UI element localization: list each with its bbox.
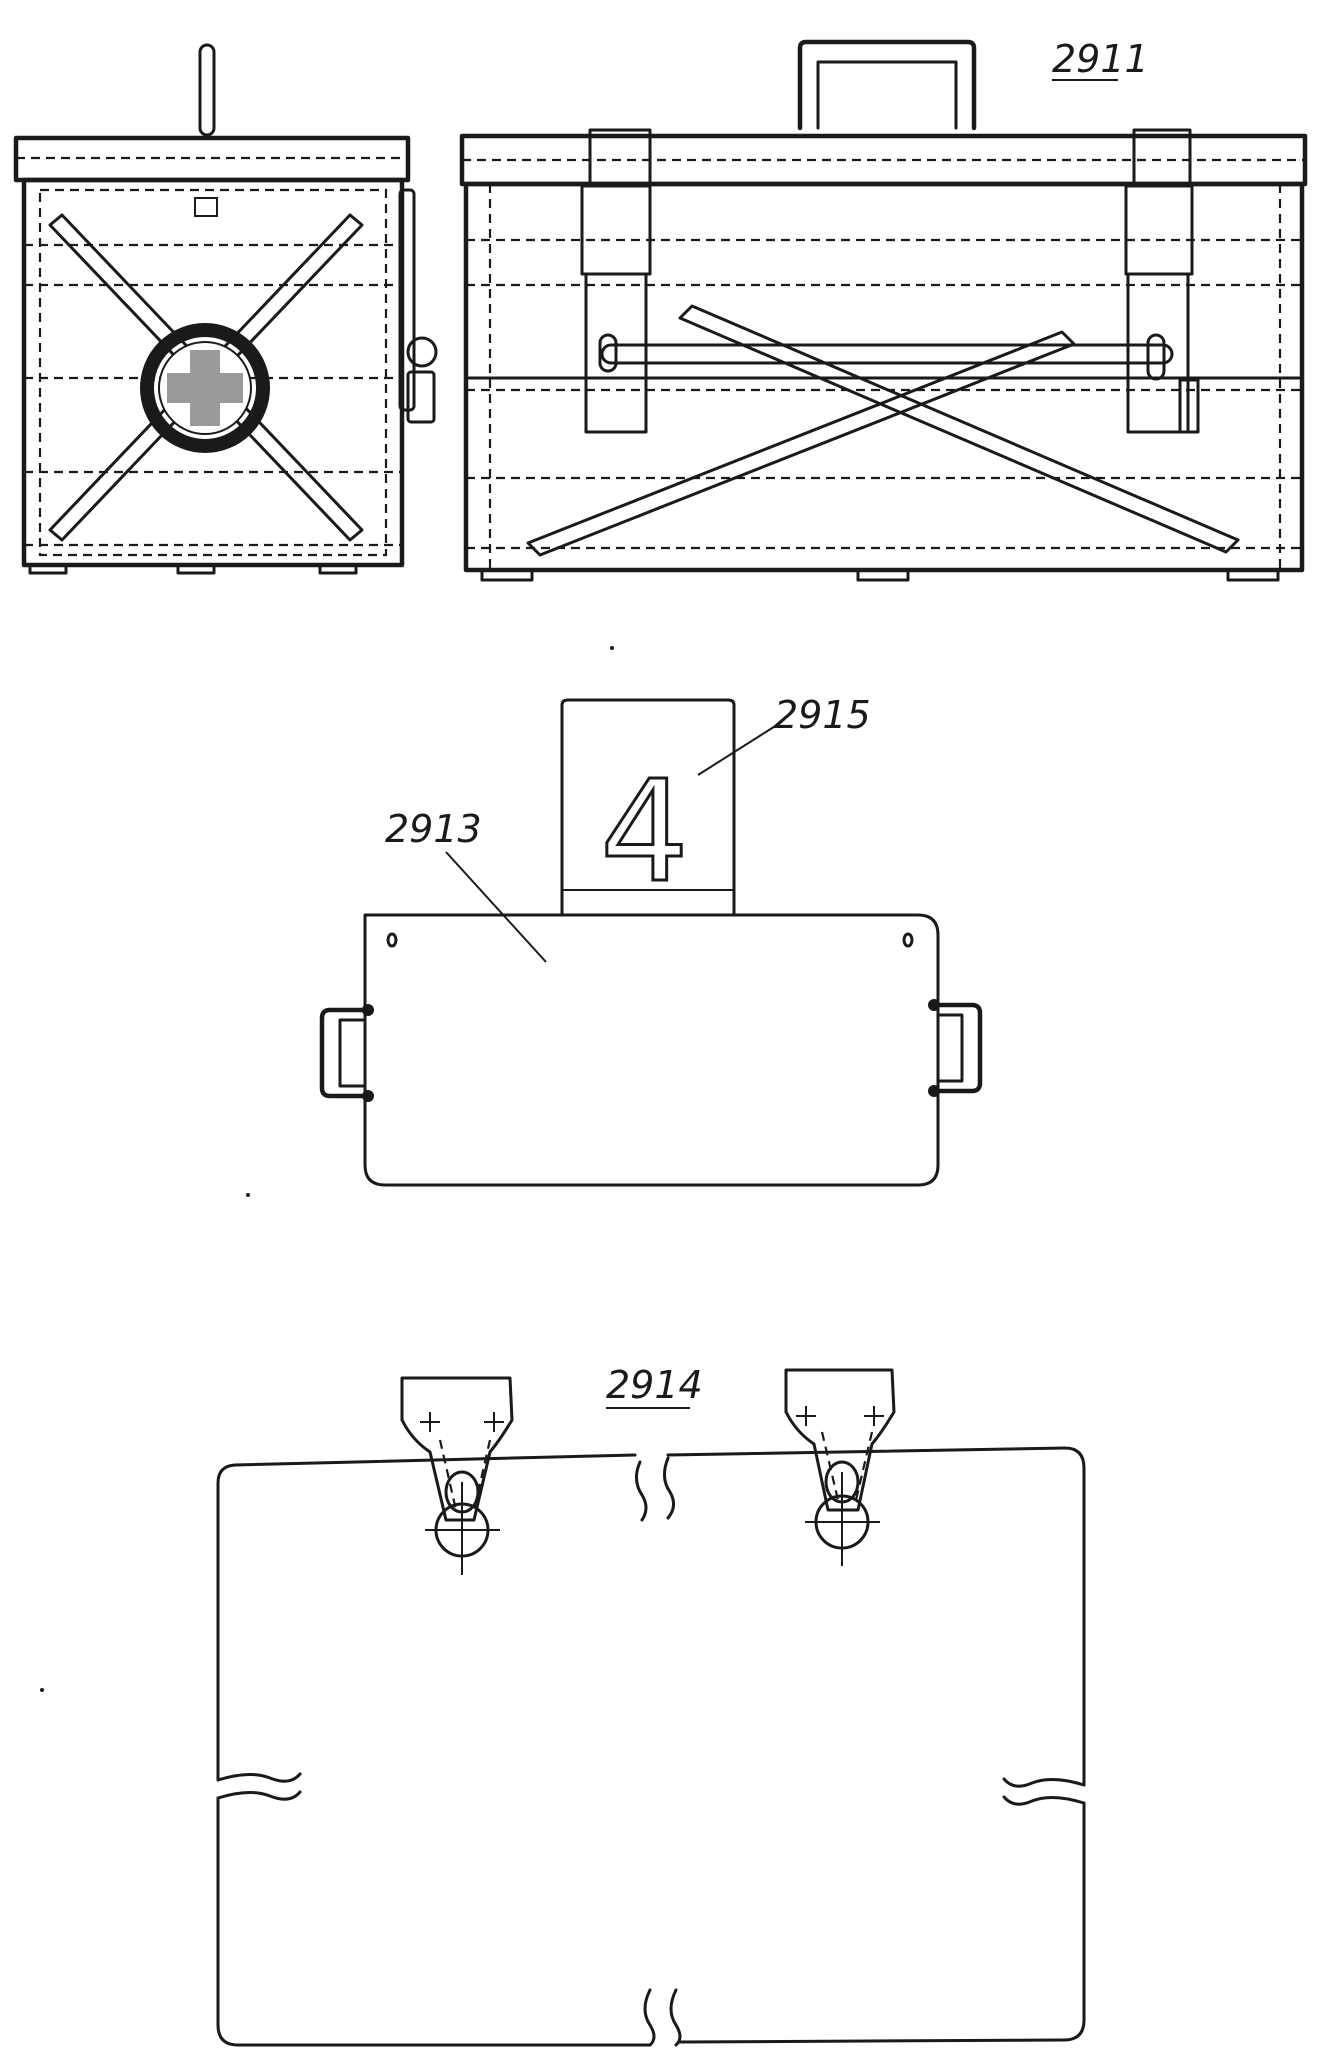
label-2915: 2915 — [774, 693, 871, 737]
strap-left — [584, 272, 648, 434]
hinge-bracket-right — [784, 1368, 896, 1512]
cross-band — [48, 213, 364, 542]
cover-plate-outline — [363, 913, 940, 1187]
cover-plate: 2913 — [319, 807, 983, 1187]
cross-emblem-icon — [167, 350, 243, 426]
antenna-rod — [198, 43, 216, 137]
case-side-view — [13, 43, 438, 575]
latch-right — [1132, 128, 1192, 188]
cross-band — [526, 330, 1076, 557]
label-2913: 2913 — [385, 807, 482, 851]
number-plate: 4 2915 — [560, 693, 871, 917]
panel-edge-top-left — [216, 1453, 637, 1782]
label-2911: 2911 — [1052, 37, 1149, 81]
carry-handle — [797, 39, 977, 131]
panel-edge-top-right — [666, 1446, 1086, 1787]
case-front-view: 2911 — [459, 37, 1308, 582]
locking-rod — [600, 343, 1174, 365]
cross-band — [48, 213, 364, 542]
hinge-bracket-left — [400, 1376, 514, 1522]
side-knob — [406, 336, 438, 368]
panel-edge-bottom-left — [216, 1796, 652, 2047]
strap-right — [1126, 272, 1190, 434]
cross-band — [678, 304, 1240, 554]
number-plate-digit: 4 — [600, 751, 689, 914]
handle-right — [935, 1002, 983, 1094]
number-plate-outline — [560, 698, 736, 917]
panel-edge-bottom-right — [678, 1801, 1086, 2044]
handle-left — [319, 1007, 368, 1099]
label-2914: 2914 — [606, 1363, 703, 1407]
emblem-ring — [140, 323, 270, 453]
panel: 2914 — [216, 1363, 1086, 2047]
latch-left — [588, 128, 652, 188]
